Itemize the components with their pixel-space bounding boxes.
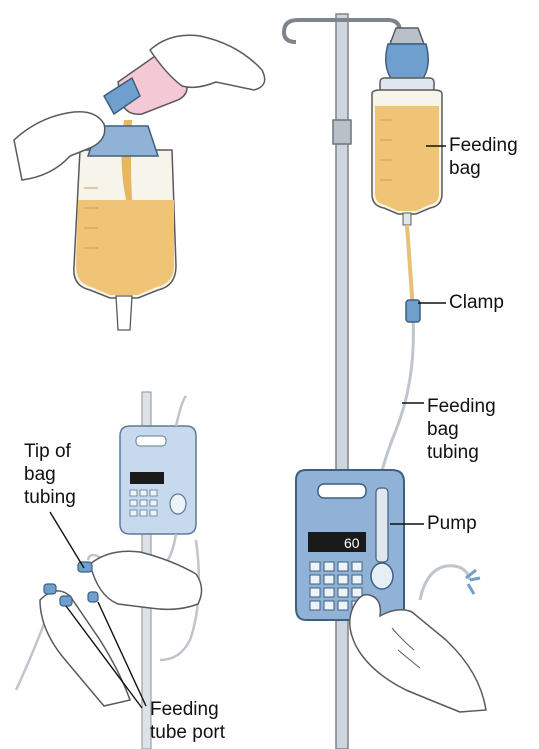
pump-outlet-tubing bbox=[420, 566, 470, 600]
roller-clamp bbox=[406, 300, 420, 322]
label-feeding-bag-tubing-line2: bag bbox=[427, 418, 496, 441]
label-pump: Pump bbox=[427, 512, 477, 535]
pole-collar bbox=[333, 120, 351, 144]
pole-hook-left bbox=[284, 20, 342, 42]
label-feeding-tube-port: Feeding tube port bbox=[150, 698, 225, 744]
leader-tip bbox=[50, 512, 84, 568]
label-clamp: Clamp bbox=[449, 291, 504, 314]
small-pump-handle-hole bbox=[136, 436, 166, 446]
bag-cap bbox=[386, 44, 429, 80]
pump-display-value: 60 bbox=[344, 535, 360, 551]
hand-bottom-left bbox=[40, 591, 130, 706]
bag-hanger bbox=[390, 28, 424, 44]
label-tip-of-bag-tubing: Tip of bag tubing bbox=[24, 440, 76, 509]
label-feeding-bag-line1: Feeding bbox=[449, 134, 518, 157]
pouring-scene bbox=[14, 35, 265, 330]
pump-handle-hole bbox=[318, 484, 366, 498]
pour-bag-spout bbox=[116, 296, 132, 330]
label-feeding-bag-tubing-line3: tubing bbox=[427, 441, 496, 464]
label-feeding-bag-tubing-line1: Feeding bbox=[427, 395, 496, 418]
small-tubing-top bbox=[176, 396, 186, 426]
tubing-upper bbox=[407, 225, 413, 310]
label-port-line2: tube port bbox=[150, 721, 225, 744]
small-pump-display bbox=[130, 472, 164, 484]
feeding-pump: 60 bbox=[296, 470, 404, 620]
label-tip-line3: tubing bbox=[24, 486, 76, 509]
hand-on-pump bbox=[350, 595, 486, 712]
hand-bottom-right bbox=[90, 551, 202, 609]
pump-tube-channel bbox=[376, 488, 388, 562]
small-tubing-left bbox=[16, 624, 44, 690]
label-port-line1: Feeding bbox=[150, 698, 225, 721]
pump-drip-chamber bbox=[371, 563, 393, 589]
bag-tubing bbox=[380, 225, 420, 482]
bag-outlet bbox=[403, 213, 411, 225]
tubing-lower bbox=[380, 318, 413, 482]
label-tip-line2: bag bbox=[24, 463, 76, 486]
label-feeding-bag-tubing: Feeding bag tubing bbox=[427, 395, 496, 464]
hanging-feeding-bag bbox=[372, 28, 442, 225]
label-tip-line1: Tip of bbox=[24, 440, 76, 463]
small-pump-keypad bbox=[130, 490, 157, 516]
bag-formula bbox=[375, 106, 439, 211]
small-pump-drip-chamber bbox=[170, 494, 186, 514]
label-feeding-bag-line2: bag bbox=[449, 157, 518, 180]
label-feeding-bag: Feeding bag bbox=[449, 134, 518, 180]
